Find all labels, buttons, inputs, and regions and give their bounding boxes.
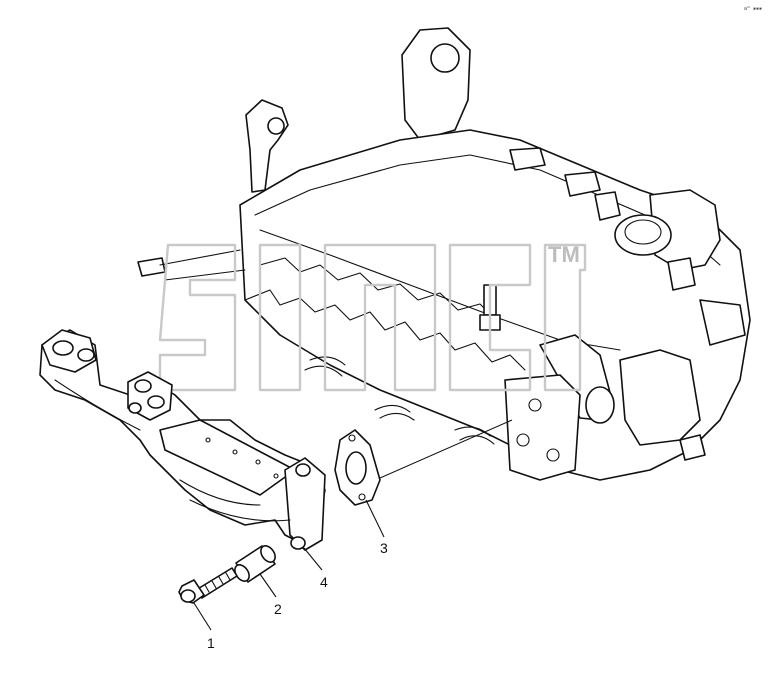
corner-mark: a™ ▪▪▪ — [744, 6, 762, 12]
engine-block — [137, 27, 751, 481]
callout-1: 1 — [207, 635, 215, 651]
gasket — [334, 429, 381, 506]
bolt — [178, 567, 238, 604]
exhaust-manifold — [39, 329, 326, 551]
callout-2: 2 — [274, 601, 282, 617]
callout-leaders — [193, 419, 513, 631]
watermark-logo: TM — [158, 242, 587, 392]
spacer — [234, 545, 276, 583]
trademark-symbol: TM — [548, 242, 580, 267]
callout-4: 4 — [320, 574, 328, 590]
callout-3: 3 — [380, 540, 388, 556]
